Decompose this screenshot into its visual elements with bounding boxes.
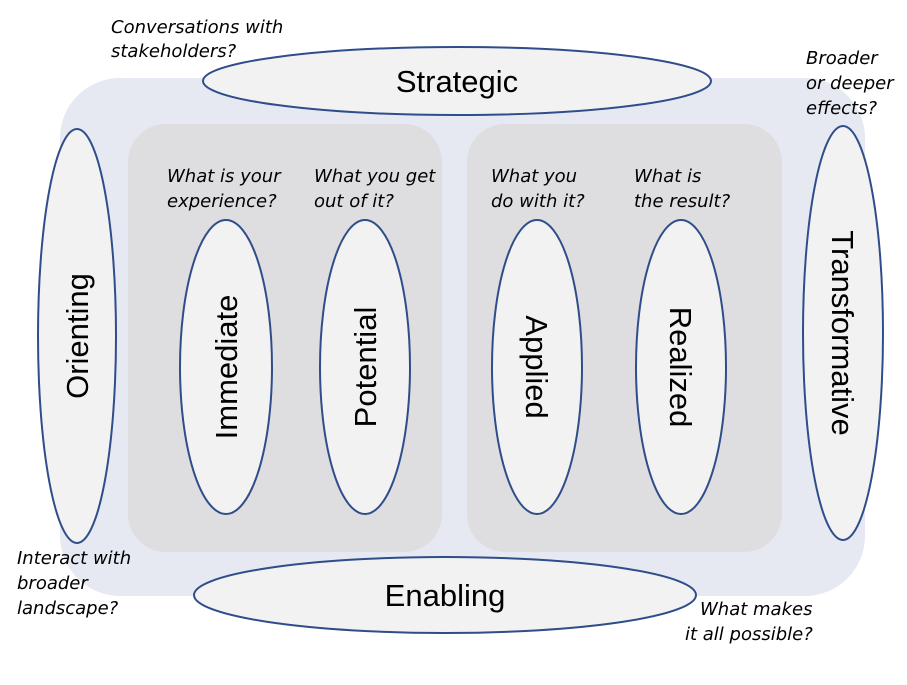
transformative-label: Transformative (825, 230, 860, 436)
enabling-question: What makes it all possible? (685, 599, 818, 645)
orienting-label: Orienting (60, 273, 95, 399)
immediate-label: Immediate (209, 295, 244, 440)
orienting-question: Interact with broader landscape? (17, 548, 137, 619)
immediate-oval: Immediate (179, 219, 273, 515)
strategic-question: Conversations with stakeholders? (111, 17, 289, 62)
realized-oval: Realized (635, 219, 727, 515)
immediate-question: What is your experience? (167, 166, 286, 212)
applied-label: Applied (519, 315, 554, 418)
realized-question: What is the result? (634, 166, 731, 212)
transformative-oval: Transformative (802, 125, 884, 541)
potential-question: What you get out of it? (314, 166, 441, 212)
applied-oval: Applied (491, 219, 583, 515)
realized-label: Realized (663, 307, 698, 428)
strategic-oval: Strategic (202, 46, 712, 116)
potential-oval: Potential (319, 219, 411, 515)
transformative-question: Broader or deeper effects? (806, 48, 899, 119)
enabling-oval: Enabling (193, 556, 697, 634)
enabling-label: Enabling (385, 578, 506, 613)
applied-question: What you do with it? (491, 166, 585, 212)
orienting-oval: Orienting (37, 128, 117, 544)
potential-label: Potential (348, 307, 383, 428)
strategic-label: Strategic (396, 64, 518, 99)
